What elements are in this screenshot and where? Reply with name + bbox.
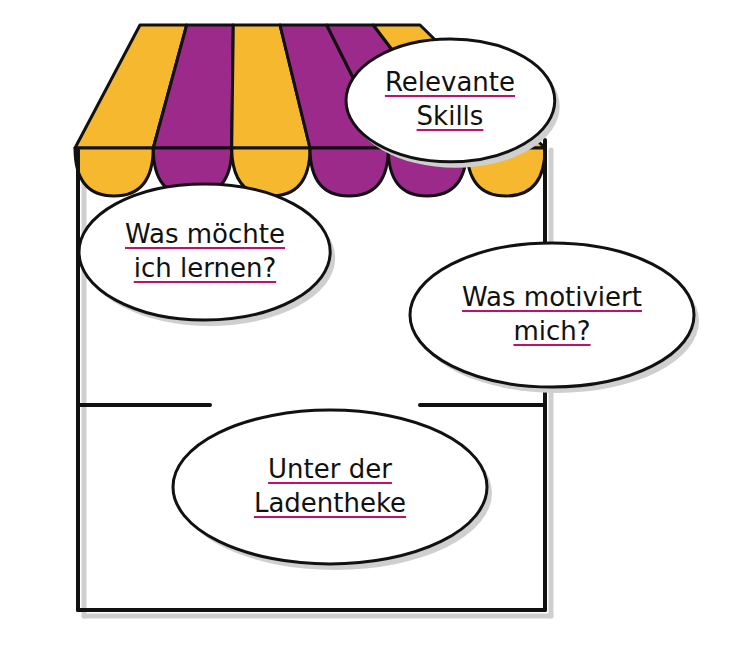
ellipse-node: Relevante Skills — [343, 36, 558, 165]
handwritten-label: Was möchte ich lernen? — [117, 218, 292, 286]
ellipse-border — [346, 39, 555, 162]
ellipse-border — [410, 243, 694, 387]
ellipse-border — [79, 184, 330, 320]
ellipse-outline — [170, 407, 490, 567]
ellipse-outline — [407, 240, 697, 390]
ellipse-outline — [343, 36, 558, 165]
ellipse-node: Unter der Ladentheke — [170, 407, 490, 567]
ellipse-outline — [76, 181, 333, 323]
handwritten-label: Relevante Skills — [380, 66, 520, 134]
handwritten-label: Was motiviert mich? — [432, 281, 672, 349]
ellipse-node: Was motiviert mich? — [407, 240, 697, 390]
ellipse-node: Was möchte ich lernen? — [76, 181, 333, 323]
ellipse-border — [173, 410, 487, 564]
handwritten-label: Unter der Ladentheke — [238, 453, 423, 521]
